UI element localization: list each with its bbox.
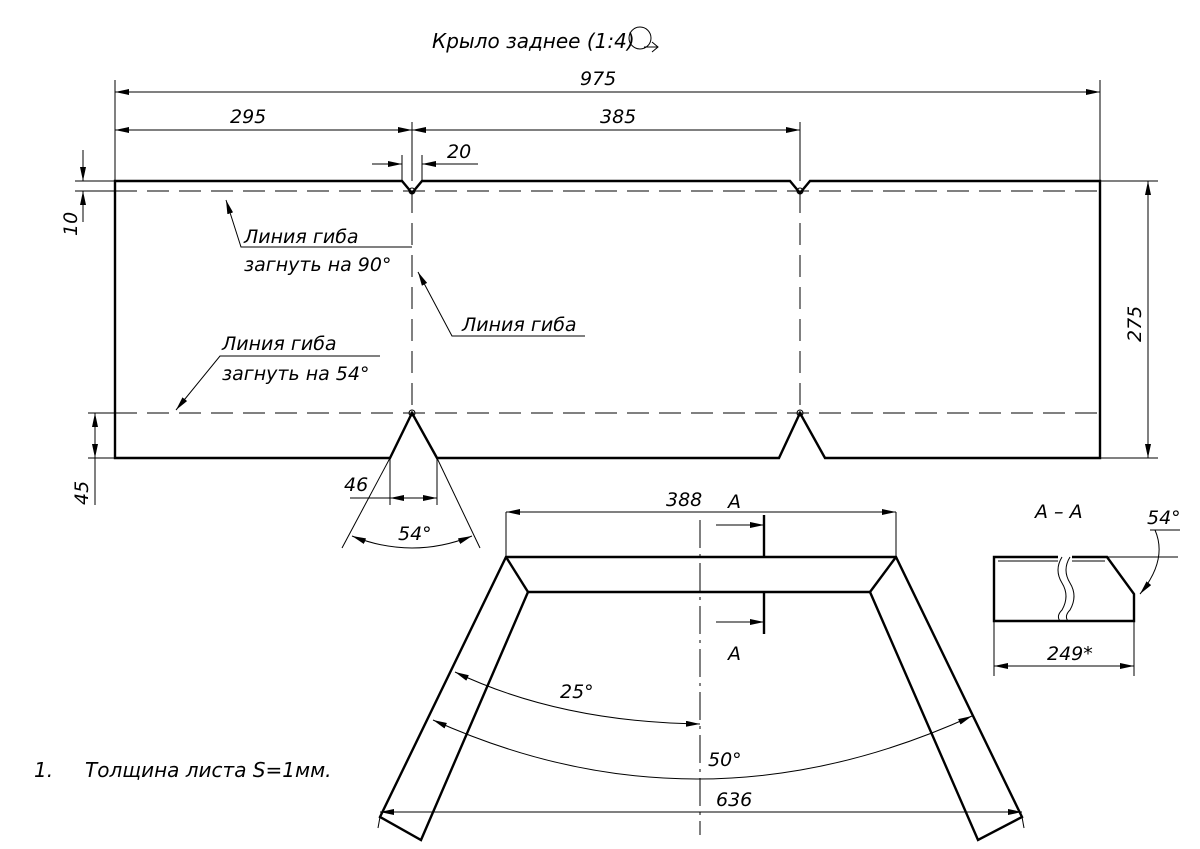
section-mark-top: A — [726, 491, 741, 513]
label-bend-54: загнуть на 54° — [222, 363, 369, 385]
section-width: 249* — [1047, 643, 1093, 665]
flat-pattern: 975 295 385 20 10 275 45 46 54° — [60, 68, 1158, 549]
dim-height: 275 — [1124, 306, 1146, 342]
dim-notch-width: 20 — [447, 141, 471, 163]
label-bend-90: загнуть на 90° — [244, 254, 391, 276]
rotated-view-icon — [628, 26, 659, 53]
dim-left-segment: 295 — [230, 106, 266, 128]
drawing-title: Крыло заднее (1:4) — [432, 26, 659, 53]
dim-top-width: 388 — [666, 489, 702, 511]
note-number: 1. — [34, 758, 53, 782]
dim-full-angle: 50° — [708, 749, 742, 771]
dim-half-angle: 25° — [560, 681, 594, 703]
flat-pattern-outline — [113, 179, 1102, 460]
label-bend-line-3: Линия гиба — [221, 333, 337, 355]
note-text: Толщина листа S=1мм. — [85, 758, 332, 782]
dim-total-width: 975 — [580, 68, 616, 90]
notes: 1. Толщина листа S=1мм. — [34, 758, 332, 782]
label-bend-line-1: Линия гиба — [243, 226, 359, 248]
dim-v-notch-angle: 54° — [398, 523, 432, 545]
section-view: А – А 54° 249* — [992, 501, 1181, 676]
section-title: А – А — [1033, 501, 1083, 523]
dim-right-segment: 385 — [600, 106, 636, 128]
dim-v-notch-width: 46 — [344, 474, 368, 496]
title-text: Крыло заднее (1:4) — [432, 29, 635, 53]
label-bend-line-2: Линия гиба — [461, 314, 577, 336]
section-angle: 54° — [1147, 507, 1181, 529]
bent-view-outer — [378, 555, 1024, 842]
dim-bottom-offset: 45 — [71, 481, 93, 505]
dim-top-offset: 10 — [60, 212, 82, 236]
bent-view: 388 A A 25° 50° 636 — [377, 489, 1025, 842]
section-outline — [992, 555, 1136, 623]
dim-bottom-width: 636 — [716, 789, 752, 811]
section-mark-bottom: A — [726, 643, 741, 665]
